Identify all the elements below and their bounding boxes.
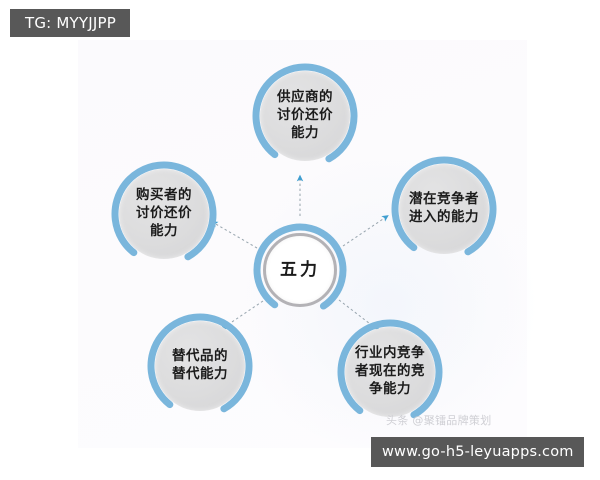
node-ring-arc bbox=[391, 156, 497, 262]
buyer-bargaining-power-node[interactable]: 购买者的 讨价还价 能力 bbox=[110, 160, 218, 268]
node-ring-arc bbox=[111, 161, 217, 267]
substitute-node[interactable]: 替代品的 替代能力 bbox=[146, 312, 254, 420]
node-disc bbox=[345, 327, 435, 417]
tg-badge: TG: MYYJJPP bbox=[10, 9, 131, 37]
site-url-badge: www.go-h5-leyuapps.com bbox=[371, 437, 584, 467]
center-ring-arc bbox=[253, 223, 347, 317]
center-node[interactable]: 五力 bbox=[252, 222, 348, 318]
source-watermark: 头条 @聚镭品牌策划 bbox=[386, 414, 492, 427]
node-disc bbox=[260, 71, 350, 161]
node-ring-arc bbox=[252, 63, 358, 169]
supplier-bargaining-power-node[interactable]: 供应商的 讨价还价 能力 bbox=[251, 62, 359, 170]
center-disc bbox=[263, 233, 337, 307]
node-disc bbox=[155, 321, 245, 411]
potential-entrant-node[interactable]: 潜在竞争者 进入的能力 bbox=[390, 155, 498, 263]
industry-rivalry-node[interactable]: 行业内竞争 者现在的竞 争能力 bbox=[336, 318, 444, 426]
node-disc bbox=[119, 169, 209, 259]
node-disc bbox=[399, 164, 489, 254]
node-ring-arc bbox=[337, 319, 443, 425]
node-ring-arc bbox=[147, 313, 253, 419]
